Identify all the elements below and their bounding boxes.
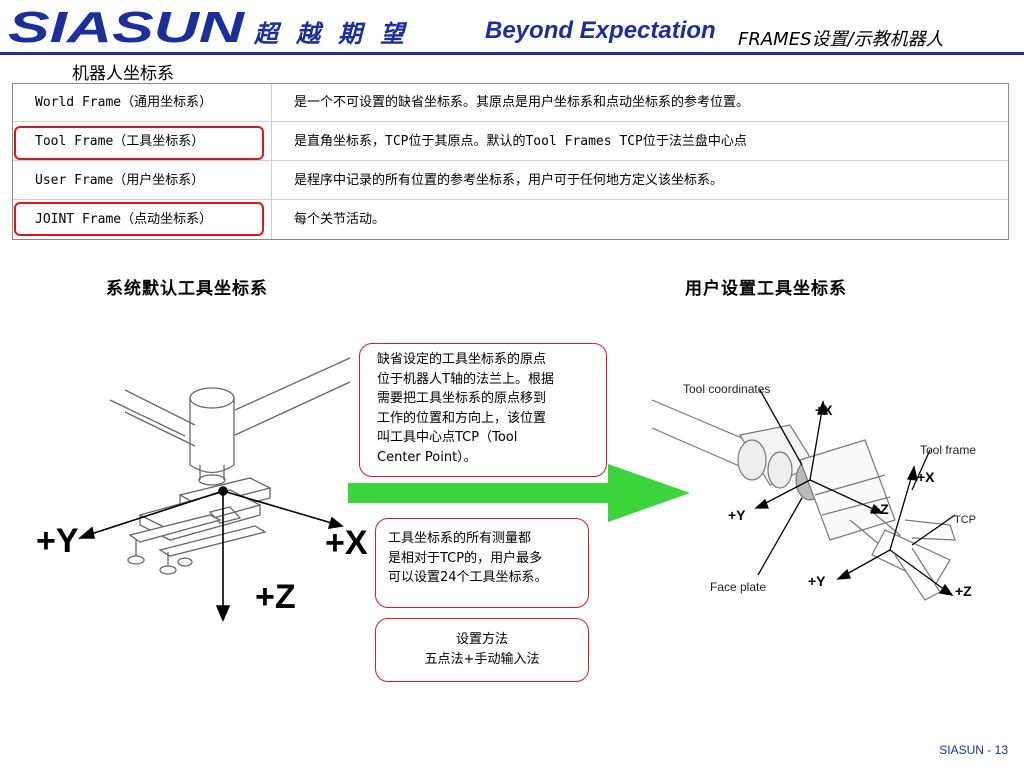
setup-method-detail: 五点法+手动输入法 <box>424 652 540 667</box>
table-row: User Frame（用户坐标系） 是程序中记录的所有位置的参考坐标系，用户可于… <box>13 162 1008 200</box>
frame-description-cell: 每个关节活动。 <box>294 212 386 227</box>
siasun-logo: SIASUN <box>8 6 246 46</box>
slogan-chinese: 超越期望 <box>254 20 422 48</box>
section-title: 机器人坐标系 <box>72 64 174 84</box>
axis-label-y: +Y <box>808 573 826 589</box>
table-row: JOINT Frame（点动坐标系） 每个关节活动。 <box>13 201 1008 239</box>
caption-user-tool-frame: 用户设置工具坐标系 <box>685 279 847 299</box>
axis-label-y: +Y <box>728 507 746 523</box>
table-row: World Frame（通用坐标系） 是一个不可设置的缺省坐标系。其原点是用户坐… <box>13 84 1008 122</box>
note-box-default-origin: 缺省设定的工具坐标系的原点 位于机器人T轴的法兰上。根据 需要把工具坐标系的原点… <box>359 343 607 477</box>
robot-tool-illustration <box>651 399 956 601</box>
label-tool-frame: Tool frame <box>920 443 976 457</box>
label-tool-coordinates: Tool coordinates <box>683 382 770 396</box>
highlight-box-joint-frame <box>14 202 264 236</box>
frame-description-cell: 是程序中记录的所有位置的参考坐标系，用户可于任何地方定义该坐标系。 <box>294 173 724 188</box>
default-tool-axes <box>77 486 344 623</box>
robot-arm-illustration <box>109 357 351 575</box>
axis-label-z: +Z <box>955 583 972 599</box>
frame-name-cell: User Frame（用户坐标系） <box>35 173 205 188</box>
axis-label-z: +Z <box>255 578 296 616</box>
label-face-plate: Face plate <box>710 580 766 594</box>
note-text: 缺省设定的工具坐标系的原点 位于机器人T轴的法兰上。根据 需要把工具坐标系的原点… <box>377 352 554 465</box>
frame-name-cell: World Frame（通用坐标系） <box>35 95 213 110</box>
axis-label-x: +X <box>917 469 935 485</box>
logo-text: SIASUN <box>8 6 246 46</box>
axis-label-x: +X <box>815 402 833 418</box>
frames-table: World Frame（通用坐标系） 是一个不可设置的缺省坐标系。其原点是用户坐… <box>12 83 1009 240</box>
note-text: 工具坐标系的所有测量都 是相对于TCP的，用户最多 可以设置24个工具坐标系。 <box>388 531 548 585</box>
note-box-setup-method: 设置方法 五点法+手动输入法 <box>375 618 589 682</box>
axis-label-z: +Z <box>872 501 889 517</box>
page-number: SIASUN - 13 <box>939 743 1008 757</box>
slogan-english: Beyond Expectation <box>485 17 716 44</box>
green-arrow <box>348 464 690 522</box>
frame-name-cell: Tool Frame（工具坐标系） <box>35 134 205 149</box>
tool-coordinate-axes <box>754 389 956 596</box>
user-tool-frame-diagram: Tool coordinates Tool frame TCP Face pla… <box>651 382 976 601</box>
header-divider <box>0 52 1024 55</box>
label-tcp: TCP <box>954 514 976 526</box>
setup-method-title: 设置方法 <box>455 632 508 647</box>
axis-label-x: +X <box>325 524 368 562</box>
page-title: FRAMES设置/示教机器人 <box>738 29 944 50</box>
axis-label-y: +Y <box>36 522 79 560</box>
default-tool-frame-diagram: +Y +X +Z <box>36 357 368 623</box>
caption-default-tool-frame: 系统默认工具坐标系 <box>106 279 268 299</box>
table-column-divider <box>271 84 272 239</box>
frame-name-cell: JOINT Frame（点动坐标系） <box>35 212 213 227</box>
frame-description-cell: 是直角坐标系，TCP位于其原点。默认的Tool Frames TCP位于法兰盘中… <box>294 134 747 149</box>
highlight-box-tool-frame <box>14 126 264 160</box>
frame-description-cell: 是一个不可设置的缺省坐标系。其原点是用户坐标系和点动坐标系的参考位置。 <box>294 95 750 110</box>
note-box-tcp-measurement: 工具坐标系的所有测量都 是相对于TCP的，用户最多 可以设置24个工具坐标系。 <box>375 518 589 608</box>
table-row: Tool Frame（工具坐标系） 是直角坐标系，TCP位于其原点。默认的Too… <box>13 123 1008 161</box>
